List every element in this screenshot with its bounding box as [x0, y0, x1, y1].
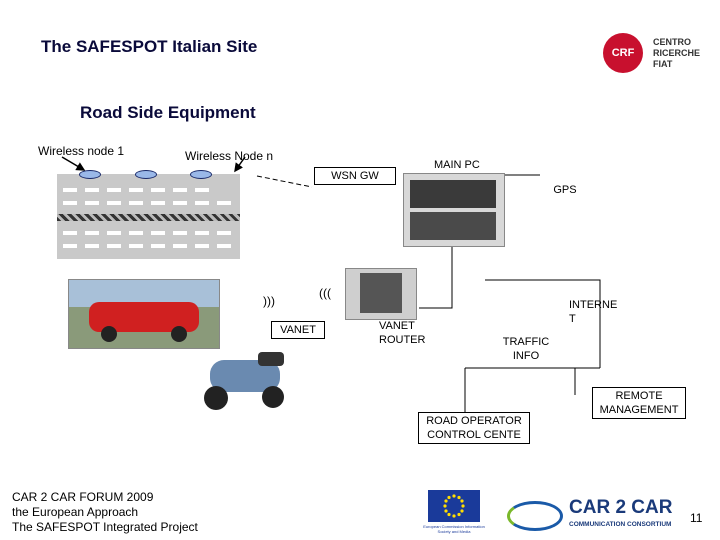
footer-line-2: the European Approach [12, 505, 139, 519]
gps-label: GPS [540, 182, 590, 198]
page-number: 11 [690, 511, 703, 525]
vanet-label: VANET [271, 321, 325, 339]
signal-right: ((( [319, 286, 331, 300]
diagram-subtitle: Road Side Equipment [80, 103, 256, 122]
car2car-subtitle: COMMUNICATION CONSORTIUM [569, 521, 672, 528]
remote-management-box: REMOTE MANAGEMENT [592, 387, 686, 419]
car-image [68, 279, 220, 349]
eu-stars-icon [443, 494, 465, 518]
road-image [57, 174, 240, 259]
scooter-image [200, 340, 295, 412]
wireless-node-3-icon [190, 170, 212, 179]
road-operator-box: ROAD OPERATOR CONTROL CENTE [418, 412, 530, 444]
footer-text: CAR 2 CAR FORUM 2009 the European Approa… [12, 490, 198, 535]
traffic-info-label: TRAFFIC INFO [502, 336, 550, 362]
page-title: The SAFESPOT Italian Site [41, 37, 258, 56]
signal-left: ))) [263, 294, 275, 308]
main-pc-label: MAIN PC [434, 159, 480, 171]
crf-badge: CRF [603, 33, 643, 73]
wsn-gw-label: WSN GW [314, 167, 396, 185]
vanet-router-label: VANET ROUTER [379, 320, 426, 346]
ec-caption: European Commission Information Society … [423, 524, 485, 534]
car2car-logo: CAR 2 CAR COMMUNICATION CONSORTIUM [505, 497, 685, 535]
crf-logo: CRF CENTRO RICERCHE FIAT [603, 33, 713, 75]
crf-line-2: RICERCHE [653, 48, 701, 58]
eu-flag-icon [428, 490, 480, 522]
car2car-title: CAR 2 CAR [569, 497, 673, 518]
footer-line-1: CAR 2 CAR FORUM 2009 [12, 490, 154, 504]
footer-line-3: The SAFESPOT Integrated Project [12, 520, 198, 534]
dashed-link-wsn [256, 175, 313, 188]
router-image [345, 268, 417, 320]
car2car-swirl-icon [507, 501, 563, 531]
internet-label: INTERNE T [569, 299, 618, 325]
arrow-node-n [234, 156, 246, 173]
arrow-node-1 [61, 156, 86, 171]
wireless-node-2-icon [135, 170, 157, 179]
main-pc-image [403, 173, 505, 247]
wireless-node-n-label: Wireless Node n [185, 149, 274, 163]
wireless-node-1-label: Wireless node 1 [38, 144, 125, 158]
ec-logo: European Commission Information Society … [418, 490, 490, 536]
crf-line-3: FIAT [653, 59, 673, 69]
wireless-node-1-icon [79, 170, 101, 179]
crf-line-1: CENTRO [653, 37, 691, 47]
